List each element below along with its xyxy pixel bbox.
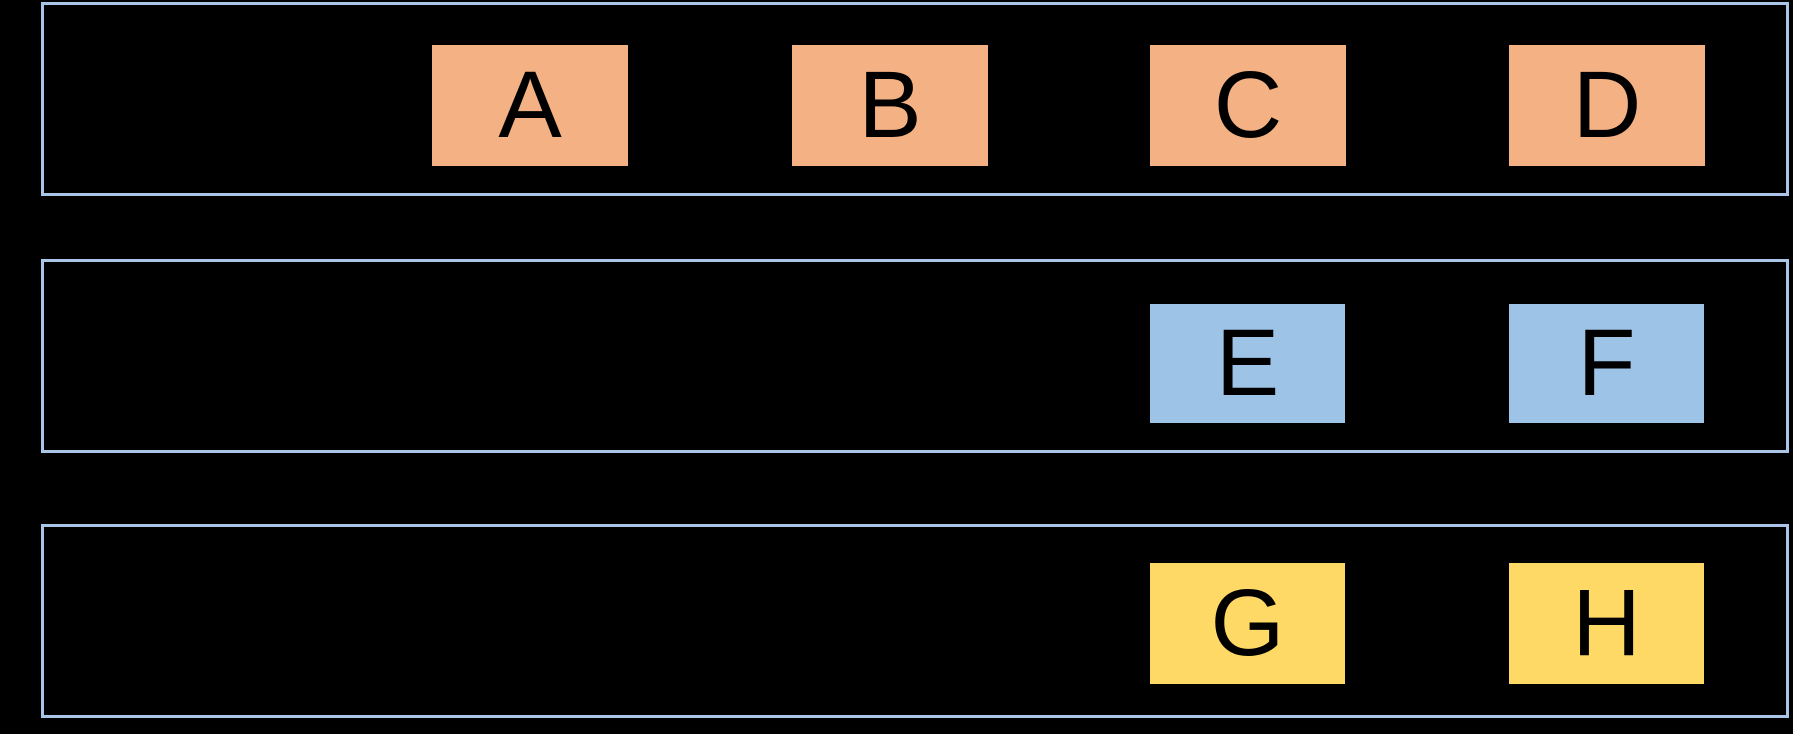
box-f: F bbox=[1509, 304, 1704, 423]
box-b: B bbox=[792, 45, 988, 166]
box-a-label: A bbox=[498, 52, 562, 158]
box-g-label: G bbox=[1210, 570, 1285, 676]
lane-1-container bbox=[41, 2, 1789, 196]
box-b-label: B bbox=[858, 52, 922, 158]
lane-3-container bbox=[41, 524, 1789, 718]
box-g: G bbox=[1150, 563, 1345, 684]
box-d: D bbox=[1509, 45, 1705, 166]
box-h: H bbox=[1509, 563, 1704, 684]
box-e: E bbox=[1150, 304, 1345, 423]
box-f-label: F bbox=[1577, 310, 1636, 416]
lane-2-container bbox=[41, 259, 1789, 453]
box-e-label: E bbox=[1215, 310, 1280, 416]
box-c: C bbox=[1150, 45, 1346, 166]
box-h-label: H bbox=[1572, 570, 1641, 676]
box-c-label: C bbox=[1213, 52, 1283, 158]
box-a: A bbox=[432, 45, 628, 166]
box-d-label: D bbox=[1572, 52, 1642, 158]
